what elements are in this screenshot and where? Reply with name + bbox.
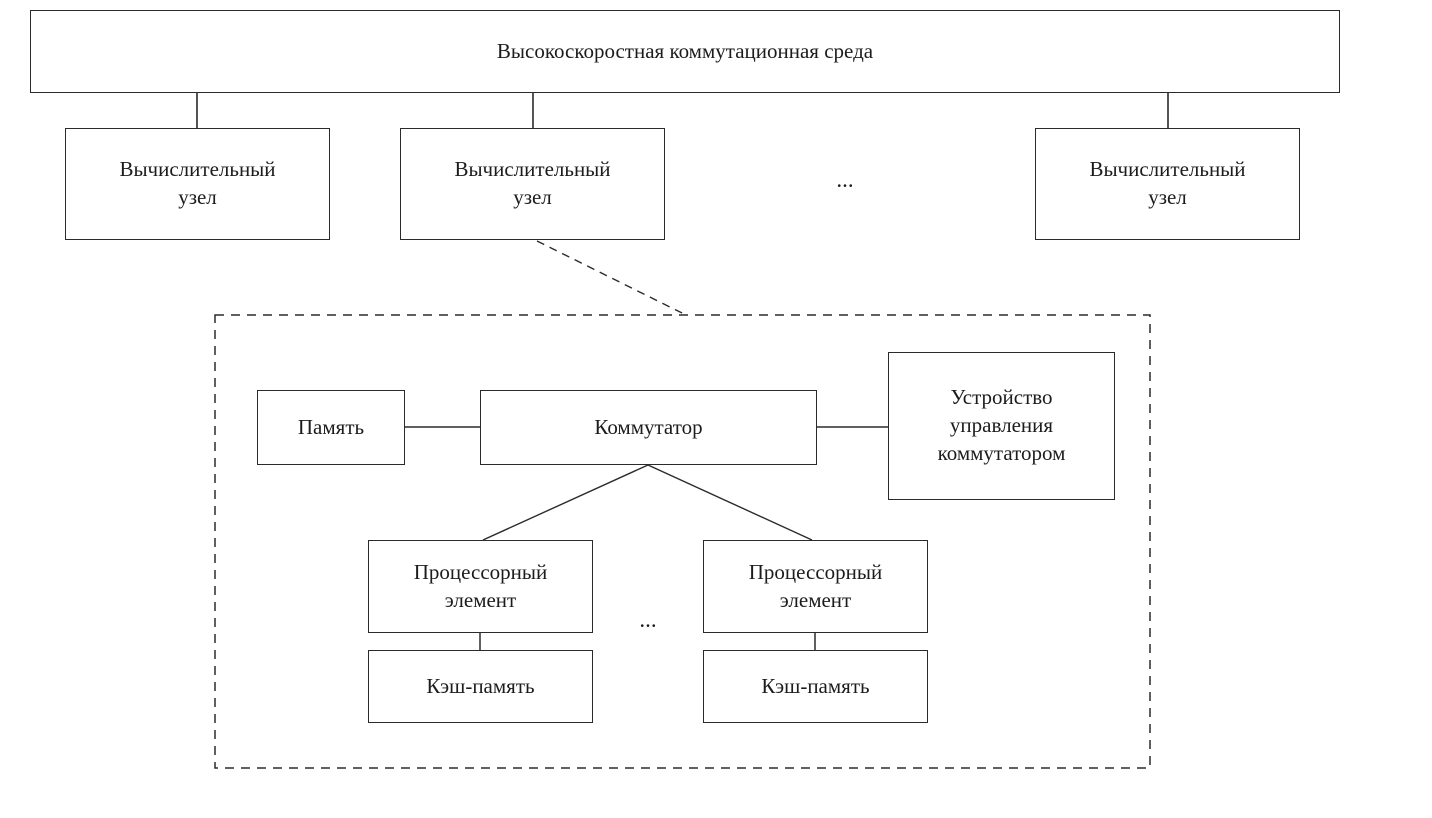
memory-label: Память: [297, 414, 365, 439]
compute-node-box-1: Вычислительный узел: [65, 128, 330, 240]
switch-controller-box: Устройство управления коммутатором: [888, 352, 1115, 500]
cache-memory-box-1: Кэш-память: [368, 650, 593, 723]
switch-label: Коммутатор: [594, 414, 703, 439]
compute-node-label: Вычислительный узел: [1089, 157, 1246, 209]
compute-node-label: Вычислительный узел: [119, 157, 276, 209]
processor-element-box-2: Процессорный элемент: [703, 540, 928, 633]
cache-memory-box-2: Кэш-память: [703, 650, 928, 723]
high-speed-switching-medium-box: Высокоскоростная коммутационная среда: [30, 10, 1340, 93]
switch-pe1-link-line: [482, 464, 649, 541]
compute-nodes-ellipsis: ...: [836, 167, 854, 192]
processor-element-box-1: Процессорный элемент: [368, 540, 593, 633]
processor-element-label: Процессорный элемент: [413, 559, 548, 612]
switch-box: Коммутатор: [480, 390, 817, 465]
switch-pe2-link-line: [647, 464, 813, 541]
processor-element-label: Процессорный элемент: [748, 559, 883, 612]
processor-elements-ellipsis: ...: [639, 607, 657, 632]
switch-controller-label: Устройство управления коммутатором: [937, 385, 1066, 465]
memory-box: Память: [257, 390, 405, 465]
compute-node-label: Вычислительный узел: [454, 157, 611, 209]
node2-detail-dashed-callout-line: [536, 240, 685, 315]
cache-memory-label: Кэш-память: [761, 673, 870, 698]
cache-memory-label: Кэш-память: [426, 673, 535, 698]
compute-node-box-3: Вычислительный узел: [1035, 128, 1300, 240]
compute-node-box-2: Вычислительный узел: [400, 128, 665, 240]
high-speed-switching-medium-label: Высокоскоростная коммутационная среда: [496, 38, 874, 63]
